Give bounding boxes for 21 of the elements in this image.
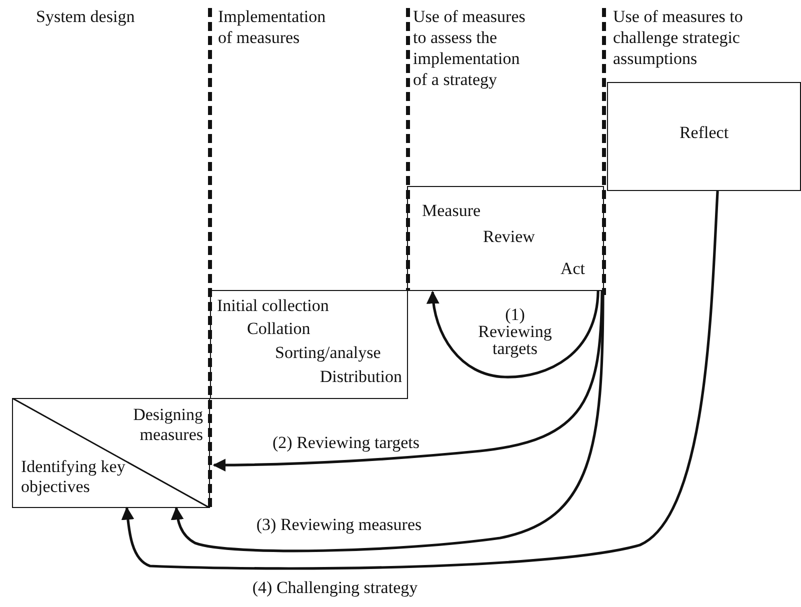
arrow [121, 190, 719, 570]
box-text: Review [483, 227, 535, 247]
process-box [210, 290, 408, 399]
column-heading: System design [36, 6, 136, 27]
box-text: Identifying key objectives [21, 457, 126, 497]
box-text: Measure [422, 201, 481, 221]
box-text: Collation [247, 319, 310, 339]
box-text: Act [560, 259, 585, 279]
process-box [407, 186, 604, 291]
column-heading: Use of measures to challenge strategic assumptions [613, 6, 744, 69]
box-text: Initial collection [217, 296, 329, 316]
box-text: Designing measures [132, 405, 203, 445]
box-text: Reflect [678, 123, 730, 143]
column-heading: Implementation of measures [218, 6, 327, 48]
box-text: Sorting/analyse [275, 343, 381, 363]
arrow [212, 290, 604, 472]
process-box [607, 82, 801, 191]
arrow [427, 290, 600, 378]
split-box [12, 398, 210, 508]
column-heading: Use of measures to assess the implementation of a strategy [413, 6, 526, 90]
box-text: Distribution [320, 367, 402, 387]
